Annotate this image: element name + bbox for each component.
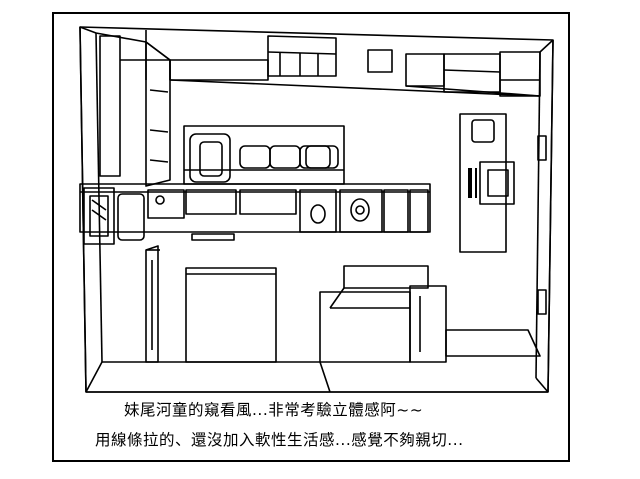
caption-line-2: 用線條拉的、還沒加入軟性生活感...感覺不夠親切... <box>95 431 464 449</box>
sofa <box>183 125 345 185</box>
lower-cabinets <box>319 265 541 363</box>
caption-line-1: 妹尾河童的窺看風...非常考驗立體感阿~~ <box>124 401 424 419</box>
left-storage <box>99 35 171 187</box>
bed <box>145 245 277 363</box>
outer-walls <box>79 26 554 393</box>
counter-row <box>79 183 431 245</box>
desk <box>459 113 547 315</box>
